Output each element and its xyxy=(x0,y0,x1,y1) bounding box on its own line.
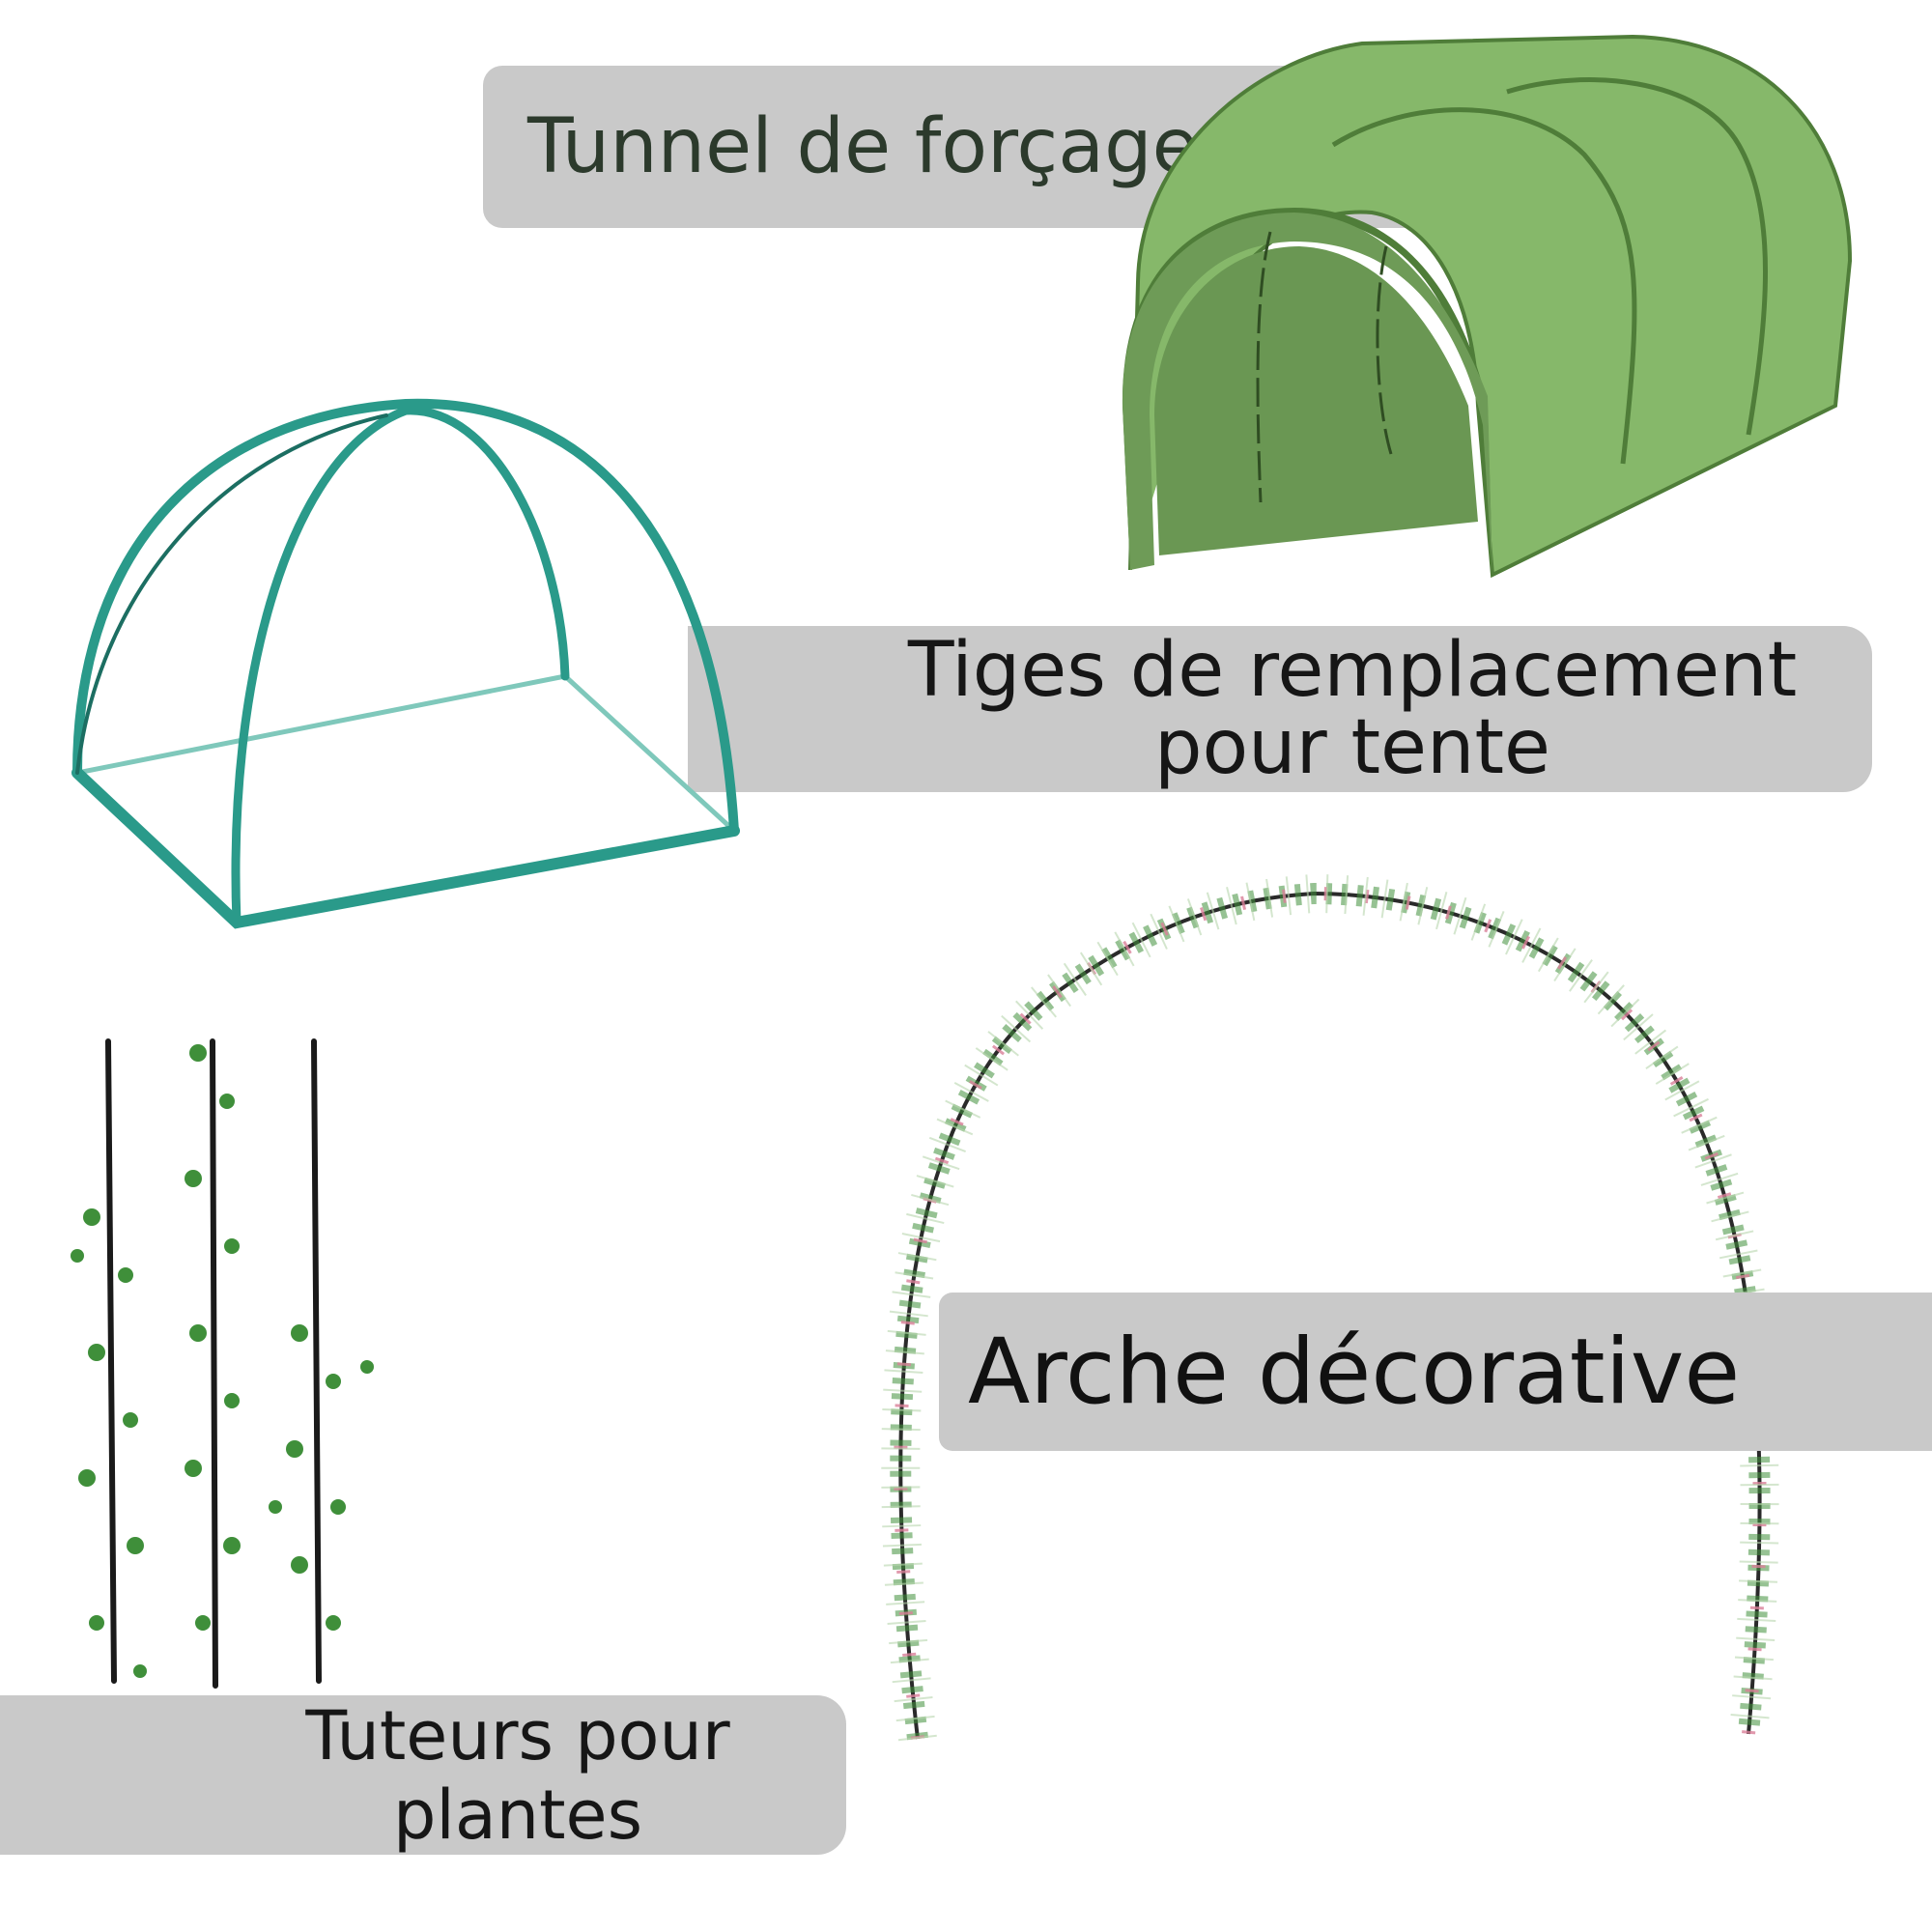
tiges-label: Tiges de remplacement pour tente xyxy=(688,626,1872,792)
tuteurs-label-text: Tuteurs pour plantes xyxy=(305,1695,730,1855)
tuteurs-label: Tuteurs pour plantes xyxy=(0,1695,846,1855)
tunnel-label-text: Tunnel de forçage xyxy=(527,103,1199,190)
stake-leaves xyxy=(71,1044,374,1678)
tiges-label-text: Tiges de remplacement pour tente xyxy=(907,627,1798,791)
arche-label: Arche décorative xyxy=(939,1293,1932,1451)
arche-label-text: Arche décorative xyxy=(968,1319,1741,1425)
